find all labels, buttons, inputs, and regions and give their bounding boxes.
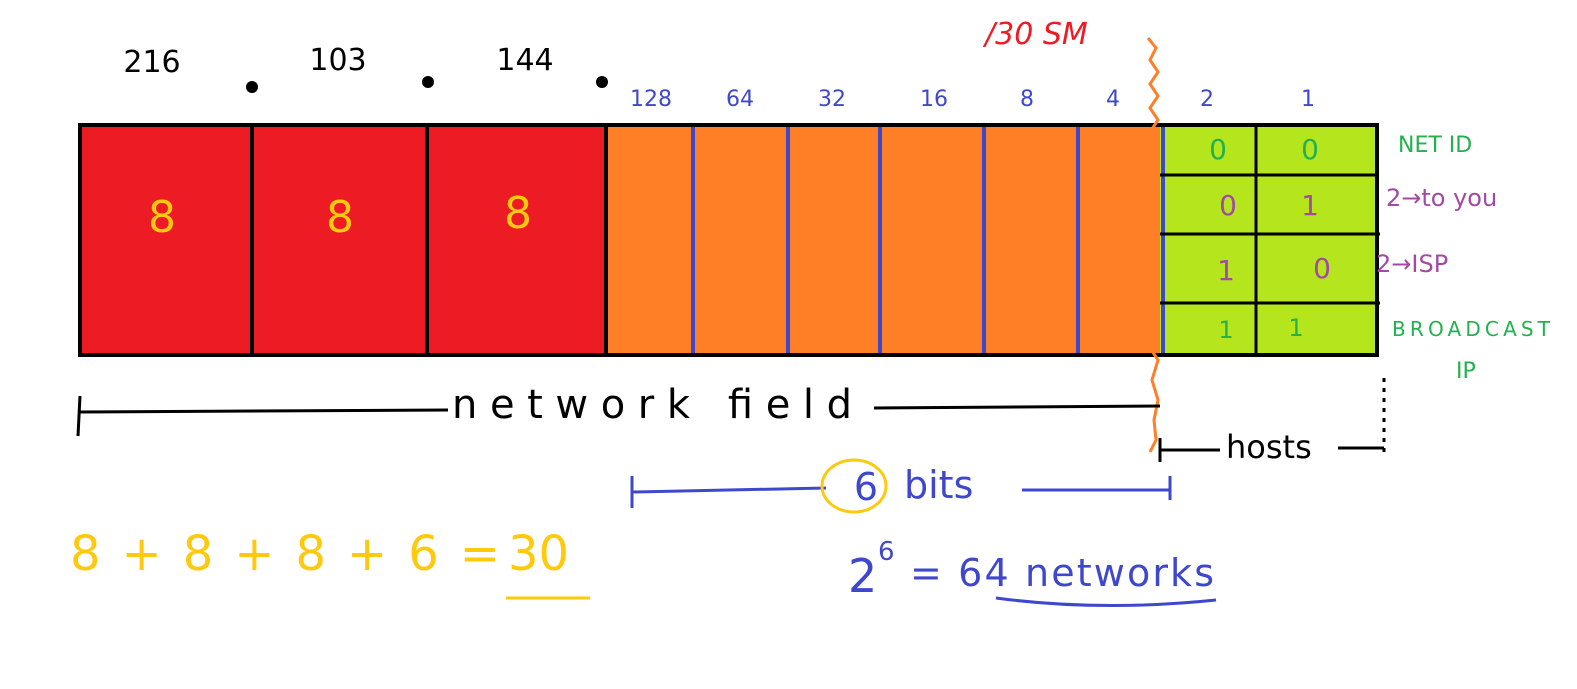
host-bit: 0 (1209, 133, 1227, 166)
to-you-label: 2→to you (1386, 184, 1497, 212)
networks-underline (995, 596, 1217, 608)
octet-2-bits: 8 (326, 192, 354, 243)
octet-cell-2 (252, 125, 427, 355)
octet-2-label: 103 (309, 43, 366, 78)
bit-value-4: 4 (1106, 87, 1120, 112)
subnet-bits-area (606, 125, 1160, 355)
host-bit: 1 (1217, 254, 1235, 287)
host-bit-values: 0 0 0 1 1 0 1 1 (1209, 133, 1331, 344)
broadcast-ip-label: IP (1456, 359, 1476, 384)
octet-dot (596, 76, 608, 88)
bits-count-circle (820, 458, 888, 514)
bits-count: 6 (854, 465, 878, 509)
hosts-bracket (1158, 378, 1386, 462)
bit-value-64: 64 (726, 87, 754, 112)
octet-dot (422, 76, 434, 88)
network-field-bracket (76, 395, 1161, 437)
bit-value-128: 128 (630, 87, 672, 112)
subnet-bits-bracket (630, 476, 1172, 508)
octet-dot (246, 81, 258, 93)
bits-label: bits (904, 463, 973, 507)
network-field-label: network field (452, 382, 852, 428)
isp-label: 2→ISP (1376, 250, 1448, 278)
subnet-boundary-line (1146, 37, 1160, 453)
subnet-mask-label: /30 SM (982, 17, 1088, 52)
power-base: 2 (848, 549, 877, 603)
octet-1-bits: 8 (148, 192, 176, 243)
host-bit: 0 (1219, 189, 1237, 222)
bit-value-2: 2 (1200, 87, 1214, 112)
host-bits-area (1160, 125, 1377, 355)
octet-cell-1 (80, 125, 252, 355)
bit-value-8: 8 (1020, 87, 1034, 112)
bar-borders (78, 123, 1379, 357)
bit-value-32: 32 (818, 87, 846, 112)
octet-1-label: 216 (123, 45, 180, 80)
net-id-label: NET ID (1398, 133, 1472, 158)
host-bit: 1 (1288, 314, 1303, 342)
host-grid (1160, 125, 1380, 355)
power-result: = 64 networks (910, 551, 1214, 595)
power-exponent: 6 (878, 537, 895, 567)
sum-equation: 8 + 8 + 8 + 6 = (70, 526, 500, 582)
octet-cell-3 (427, 125, 606, 355)
bit-value-16: 16 (920, 87, 948, 112)
sum-result: 30 (508, 526, 569, 582)
host-bit: 0 (1313, 252, 1331, 285)
bit-value-1: 1 (1301, 87, 1315, 112)
bit-dividers (691, 125, 1165, 355)
octet-3-bits: 8 (504, 188, 532, 239)
octet-3-label: 144 (496, 43, 553, 78)
broadcast-label: BROADCAST (1392, 317, 1551, 341)
hosts-label: hosts (1226, 428, 1312, 466)
host-bit: 0 (1301, 133, 1319, 166)
host-bit: 1 (1301, 189, 1319, 222)
host-bit: 1 (1218, 316, 1233, 344)
